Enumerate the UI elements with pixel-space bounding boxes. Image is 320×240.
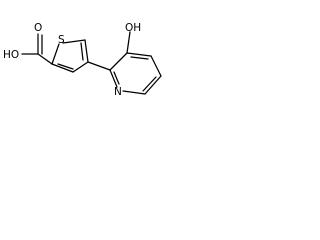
atom-labels: HO O S OH N	[3, 22, 141, 98]
bond-thio-double-1	[57, 63, 74, 70]
bond-pyr-1	[109, 52, 128, 71]
bond-thio-4	[72, 61, 89, 73]
carboxyl-o-label: O	[34, 22, 42, 34]
bond-thio-double-2	[80, 42, 84, 61]
bonds	[21, 31, 162, 95]
bond-c-thiophene	[37, 53, 53, 65]
bond-link	[87, 61, 111, 71]
bond-pyr-4	[144, 75, 162, 95]
bond-pyr-5	[122, 90, 146, 95]
molecule-structure: HO O S OH N	[3, 22, 162, 98]
thiophene-s-label: S	[58, 34, 65, 46]
carboxyl-oh-label: HO	[3, 49, 19, 61]
bond-pyr-3	[150, 55, 162, 77]
bond-pyr-double-2	[142, 76, 157, 92]
bond-pyr-double-1	[130, 56, 149, 60]
pyridine-n-label: N	[114, 86, 122, 98]
bond-pyr-2	[126, 52, 152, 57]
bond-thio-5	[51, 63, 74, 73]
bond-thio-3	[84, 39, 89, 63]
bond-oh	[126, 31, 131, 54]
bond-pyr-6	[109, 69, 118, 88]
bond-pyr-double-3	[113, 71, 120, 85]
bond-thio-2	[62, 39, 86, 44]
bond-thio-1	[51, 43, 60, 65]
hydroxyl-label: OH	[125, 22, 141, 34]
